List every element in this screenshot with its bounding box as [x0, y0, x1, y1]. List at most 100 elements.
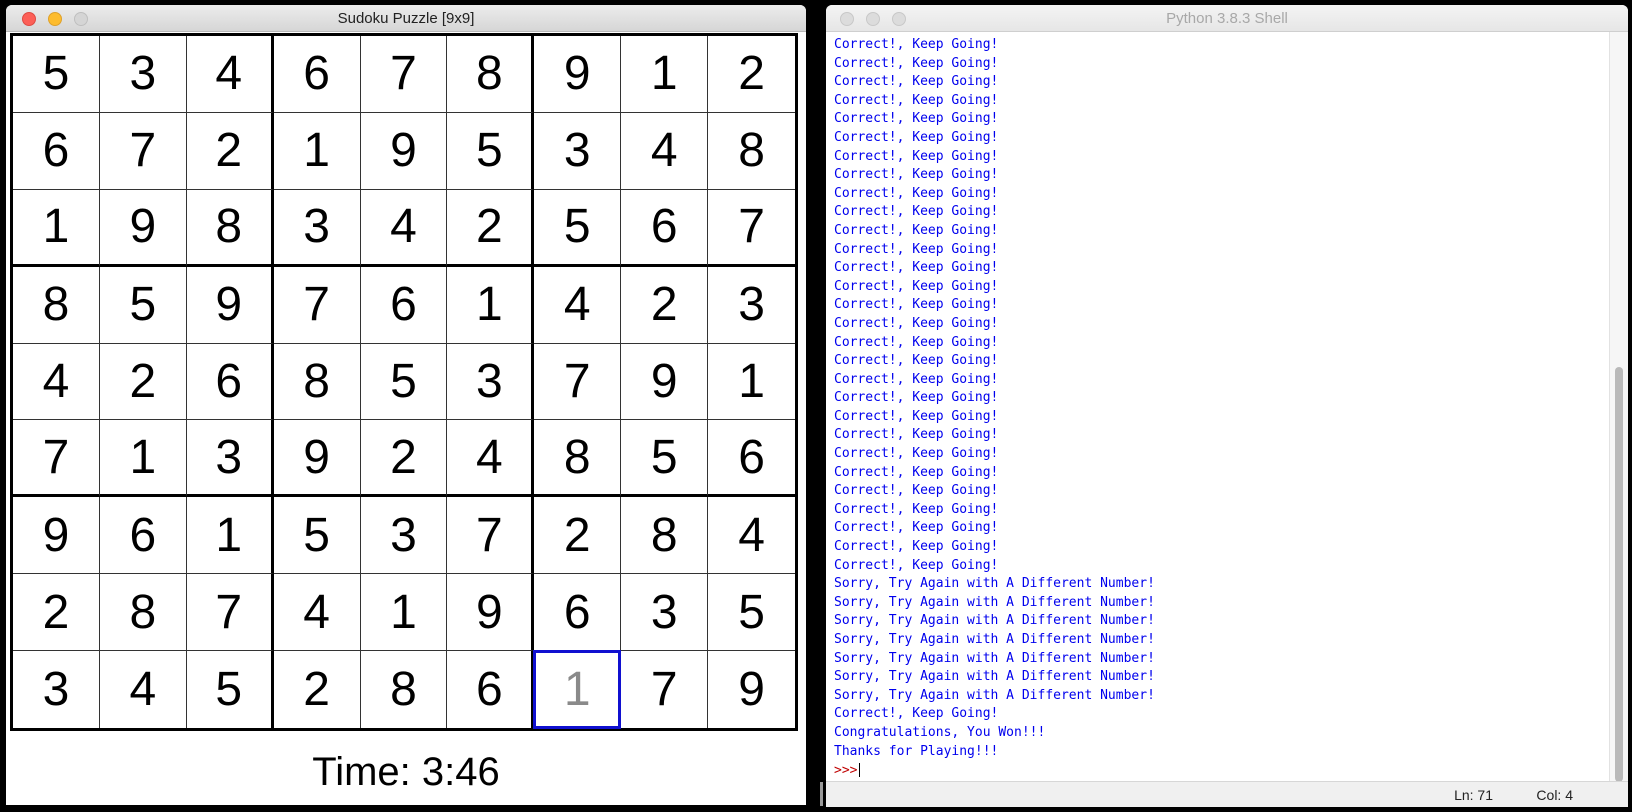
sudoku-cell[interactable]: 9 — [99, 189, 187, 267]
shell-output-line: Correct!, Keep Going! — [834, 520, 999, 536]
sudoku-cell[interactable]: 6 — [447, 651, 535, 728]
sudoku-cell[interactable]: 2 — [534, 497, 622, 575]
sudoku-cell[interactable]: 8 — [99, 574, 187, 652]
close-window-button[interactable] — [840, 12, 854, 26]
shell-output-line: Correct!, Keep Going! — [834, 315, 999, 331]
sudoku-cell[interactable]: 6 — [360, 266, 448, 344]
sudoku-cell[interactable]: 2 — [13, 574, 100, 652]
sudoku-cell[interactable]: 8 — [534, 420, 622, 498]
sudoku-cell[interactable]: 1 — [708, 344, 795, 421]
sudoku-cell[interactable]: 4 — [360, 189, 448, 267]
sudoku-cell[interactable]: 6 — [99, 497, 187, 575]
sudoku-cell[interactable]: 3 — [186, 420, 274, 498]
sudoku-cell[interactable]: 1 — [360, 574, 448, 652]
sudoku-cell[interactable]: 7 — [186, 574, 274, 652]
sudoku-cell[interactable]: 8 — [273, 343, 361, 421]
shell-output-area[interactable]: Correct!, Keep Going! Correct!, Keep Goin… — [826, 32, 1610, 782]
sudoku-cell[interactable]: 7 — [99, 112, 187, 190]
sudoku-cell[interactable]: 1 — [621, 36, 709, 113]
sudoku-cell[interactable]: 4 — [621, 112, 709, 190]
shell-prompt: >>> — [834, 763, 858, 779]
sudoku-cell[interactable]: 3 — [621, 574, 709, 652]
sudoku-cell[interactable]: 2 — [186, 112, 274, 190]
sudoku-cell[interactable]: 3 — [534, 112, 622, 190]
sudoku-cell[interactable]: 7 — [708, 190, 795, 267]
sudoku-titlebar[interactable]: Sudoku Puzzle [9x9] — [6, 5, 806, 32]
sudoku-cell[interactable]: 2 — [447, 189, 535, 267]
sudoku-cell[interactable]: 5 — [708, 574, 795, 652]
sudoku-cell[interactable]: 7 — [360, 36, 448, 113]
sudoku-cell[interactable]: 2 — [708, 36, 795, 113]
minimize-window-button[interactable] — [866, 12, 880, 26]
sudoku-cell[interactable]: 4 — [708, 497, 795, 575]
sudoku-cell[interactable]: 5 — [534, 189, 622, 267]
sudoku-cell[interactable]: 7 — [273, 266, 361, 344]
sudoku-cell[interactable]: 2 — [621, 266, 709, 344]
sudoku-cell[interactable]: 6 — [273, 36, 361, 113]
sudoku-cell[interactable]: 1 — [13, 189, 100, 267]
sudoku-cell[interactable]: 5 — [447, 112, 535, 190]
sudoku-cell[interactable]: 5 — [187, 651, 274, 728]
sudoku-cell[interactable]: 3 — [273, 189, 361, 267]
sudoku-cell[interactable]: 4 — [100, 651, 187, 728]
sudoku-cell[interactable]: 2 — [360, 420, 448, 498]
sudoku-cell[interactable]: 5 — [273, 497, 361, 575]
sudoku-cell[interactable]: 8 — [708, 113, 795, 190]
shell-titlebar[interactable]: Python 3.8.3 Shell — [826, 5, 1628, 32]
sudoku-cell[interactable]: 1 — [99, 420, 187, 498]
sudoku-cell[interactable]: 1 — [273, 112, 361, 190]
sudoku-cell[interactable]: 5 — [13, 36, 100, 113]
sudoku-cell[interactable]: 6 — [534, 574, 622, 652]
sudoku-cell[interactable]: 4 — [186, 36, 274, 113]
minimize-window-button[interactable] — [48, 12, 62, 26]
sudoku-cell[interactable]: 4 — [447, 420, 535, 498]
sudoku-cell[interactable]: 6 — [186, 343, 274, 421]
sudoku-cell[interactable]: 6 — [13, 112, 100, 190]
sudoku-cell[interactable]: 9 — [621, 343, 709, 421]
sudoku-cell[interactable]: 9 — [360, 112, 448, 190]
sudoku-cell[interactable]: 1 — [186, 497, 274, 575]
sudoku-cell[interactable]: 1 — [447, 266, 535, 344]
sudoku-cell[interactable]: 8 — [13, 266, 100, 344]
sudoku-cell[interactable]: 7 — [621, 651, 709, 728]
sudoku-cell[interactable]: 2 — [99, 343, 187, 421]
sudoku-cell[interactable]: 3 — [13, 651, 100, 728]
shell-output-line: Correct!, Keep Going! — [834, 539, 999, 555]
sudoku-cell[interactable]: 1 — [533, 650, 622, 729]
sudoku-cell[interactable]: 8 — [621, 497, 709, 575]
sudoku-cell[interactable]: 7 — [447, 497, 535, 575]
sudoku-cell[interactable]: 3 — [360, 497, 448, 575]
sudoku-cell[interactable]: 2 — [274, 651, 361, 728]
sudoku-cell[interactable]: 8 — [447, 36, 535, 113]
shell-prompt-line[interactable]: >>> — [834, 761, 1610, 780]
sudoku-cell[interactable]: 4 — [534, 266, 622, 344]
sudoku-cell[interactable]: 7 — [534, 343, 622, 421]
sudoku-cell[interactable]: 9 — [13, 497, 100, 575]
sudoku-cell[interactable]: 3 — [708, 267, 795, 344]
zoom-window-button[interactable] — [892, 12, 906, 26]
shell-output-line: Correct!, Keep Going! — [834, 241, 999, 257]
zoom-window-button[interactable] — [74, 12, 88, 26]
sudoku-cell[interactable]: 6 — [708, 420, 795, 498]
sudoku-cell[interactable]: 9 — [186, 266, 274, 344]
sudoku-cell[interactable]: 4 — [13, 343, 100, 421]
close-window-button[interactable] — [22, 12, 36, 26]
vertical-scrollbar[interactable] — [1609, 32, 1628, 782]
sudoku-cell[interactable]: 3 — [99, 36, 187, 113]
sudoku-cell[interactable]: 8 — [186, 189, 274, 267]
sudoku-cell[interactable]: 9 — [273, 420, 361, 498]
sudoku-cell[interactable]: 9 — [738, 663, 765, 717]
sudoku-cell[interactable]: 8 — [361, 651, 448, 728]
sudoku-cell[interactable]: 9 — [447, 574, 535, 652]
scrollbar-thumb[interactable] — [1615, 367, 1623, 782]
sudoku-cell[interactable]: 5 — [99, 266, 187, 344]
sudoku-cell[interactable]: 3 — [447, 343, 535, 421]
sudoku-cell[interactable]: 5 — [621, 420, 709, 498]
sudoku-cell[interactable]: 9 — [534, 36, 622, 113]
sudoku-cell[interactable]: 4 — [273, 574, 361, 652]
sudoku-cell[interactable]: 5 — [360, 343, 448, 421]
sudoku-cell[interactable]: 7 — [13, 420, 100, 498]
shell-output-line: Correct!, Keep Going! — [834, 37, 999, 52]
sudoku-cell[interactable]: 6 — [621, 189, 709, 267]
